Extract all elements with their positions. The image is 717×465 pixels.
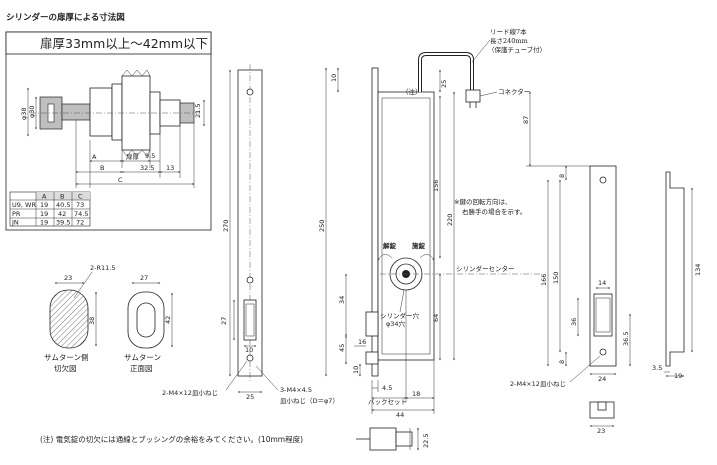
front-dim-27: 27: [220, 317, 228, 325]
body-dim-10: 10: [330, 74, 338, 82]
table-cell: U9, WR: [12, 201, 36, 209]
cylinder-side-view: [30, 69, 200, 157]
body-dim-18: 18: [412, 390, 420, 398]
strike-dim-150: 150: [552, 272, 560, 284]
table-header-a: A: [42, 193, 47, 201]
table-cell: PR: [12, 210, 21, 218]
cutout-dim-23: 23: [64, 274, 72, 282]
lead-wire-3: （保護チューブ付）: [488, 45, 546, 54]
key-note-1: ※鍵の回転方向は、: [454, 197, 511, 206]
cylinder-hole-2: φ34穴: [386, 319, 406, 328]
table-cell: 42: [58, 210, 66, 218]
table-cell: 19: [40, 210, 48, 218]
table-header-b: B: [60, 193, 64, 201]
front-dim-25: 25: [246, 393, 254, 401]
lock-body-view: 10 250 25 156 220 34 64 45 16 10 4.5 18 …: [318, 27, 546, 419]
body-dim-44: 44: [396, 411, 404, 419]
cutout-caption-1: サムターン側: [44, 352, 88, 362]
cylinder-hole-1: シリンダー穴: [380, 311, 420, 320]
table-cell: 40.5: [56, 201, 70, 209]
strike-dim-36: 36: [570, 318, 578, 326]
dim-21-5: 21.5: [194, 104, 202, 118]
strike-dim-14: 14: [598, 279, 606, 287]
strike-dim-8: 8: [558, 174, 566, 178]
table-cell: 19: [40, 201, 48, 209]
thumbturn-cutout-view: 23 2-R11.5 38 サムターン側 切欠図: [44, 264, 115, 373]
front-dim-270: 270: [222, 220, 230, 232]
lock-label: 施錠: [412, 241, 426, 250]
front-screw2-line1: 3-M4×4.5: [280, 386, 312, 394]
label-C: C: [118, 176, 123, 184]
thumbturn-caption-1: サムターン: [124, 353, 161, 362]
strike-dim-166: 166: [540, 274, 548, 286]
table-cell: 74.5: [74, 210, 88, 218]
front-dim-10: 10: [245, 346, 253, 354]
table-cell: 72: [76, 219, 84, 227]
front-screw-label: 2-M4×12皿小ねじ: [162, 388, 218, 397]
cylinder-box: 扉厚33mm以上〜42mm以下 φ38 φ30 21.5: [5, 31, 212, 231]
key-note-2: 右勝手の場合を示す。: [462, 207, 526, 216]
connector-detail-view: 22.5: [356, 427, 430, 451]
body-dim-25: 25: [440, 80, 448, 88]
body-dim-4-5: 4.5: [382, 384, 392, 392]
dim-9-5: 9.5: [145, 152, 155, 160]
table-cell: 39.5: [56, 219, 70, 227]
body-dim-16: 16: [358, 338, 366, 346]
lead-wire-2: 長さ240mm: [490, 37, 528, 45]
dim-32-5: 32.5: [140, 164, 154, 172]
connector-label: コネクター: [498, 87, 530, 96]
thumbturn-dim-27: 27: [140, 274, 148, 282]
strike-dim-24: 24: [598, 375, 606, 383]
door-range-title: 扉厚33mm以上〜42mm以下: [40, 36, 208, 51]
table-header-c: C: [78, 193, 83, 201]
strike-dim-23: 23: [597, 427, 605, 435]
strike-dim-36-5: 36.5: [622, 332, 630, 346]
connector-dim-22-5: 22.5: [422, 434, 430, 448]
table-cell: 19: [40, 219, 48, 227]
strike-dim-3-5: 3.5: [652, 364, 662, 372]
unlock-label: 解錠: [383, 241, 397, 250]
front-plate-view: 270 27 10 25 2-M4×12皿小ねじ 3-M4×4.5 皿小ねじ（D…: [162, 64, 339, 405]
strike-screw-label: 2-M4×12皿小ねじ: [510, 379, 566, 388]
dim-13: 13: [166, 164, 174, 172]
strike-dim-87: 87: [522, 116, 530, 124]
table-cell: JN: [11, 219, 19, 227]
label-A: A: [92, 153, 97, 161]
dim-phi38: φ38: [20, 107, 28, 120]
thumbturn-caption-2: 正面図: [130, 364, 153, 373]
body-dim-250: 250: [318, 220, 326, 232]
cutout-caption-2: 切欠図: [54, 363, 77, 373]
thumbturn-dim-42: 42: [164, 316, 172, 324]
cutout-dim-38: 38: [88, 317, 96, 325]
lead-wire-1: リード線7本: [490, 27, 527, 36]
section-title: シリンダーの扉厚による寸法図: [6, 12, 125, 23]
thumbturn-front-view: 27 42 サムターン 正面図: [124, 274, 173, 373]
dimension-table: A B C U9, WR 19 40.5 73 PR 19 42 74.5 JN…: [9, 191, 91, 227]
label-door-thickness: 扉厚: [126, 152, 140, 161]
strike-view: 87 8 166 150 14 36 36.5 8 24 2-M4×12皿小ねじ…: [510, 91, 702, 435]
note-mark: （注）: [402, 87, 422, 96]
body-dim-45: 45: [338, 344, 346, 352]
body-dim-34: 34: [338, 296, 346, 304]
body-dim-64: 64: [432, 314, 440, 322]
front-screw2-line2: 皿小ねじ（D＝φ7）: [280, 396, 339, 405]
cylinder-center-label: シリンダーセンター: [456, 264, 515, 273]
strike-dim-19: 19: [674, 372, 682, 380]
strike-dim-134: 134: [694, 264, 702, 276]
label-B: B: [100, 164, 104, 172]
backset-label: バックセット: [368, 398, 407, 406]
cutout-dim-r: 2-R11.5: [90, 264, 115, 272]
body-dim-220: 220: [446, 214, 454, 226]
body-dim-156: 156: [432, 180, 440, 192]
footnote: (注) 電気錠の切欠には通線とブッシングの余裕をみてください。(10mm程度): [40, 434, 303, 444]
strike-dim-8b: 8: [558, 360, 566, 364]
dim-phi30: φ30: [28, 105, 36, 118]
table-cell: 73: [76, 201, 84, 209]
body-dim-10b: 10: [352, 366, 360, 374]
